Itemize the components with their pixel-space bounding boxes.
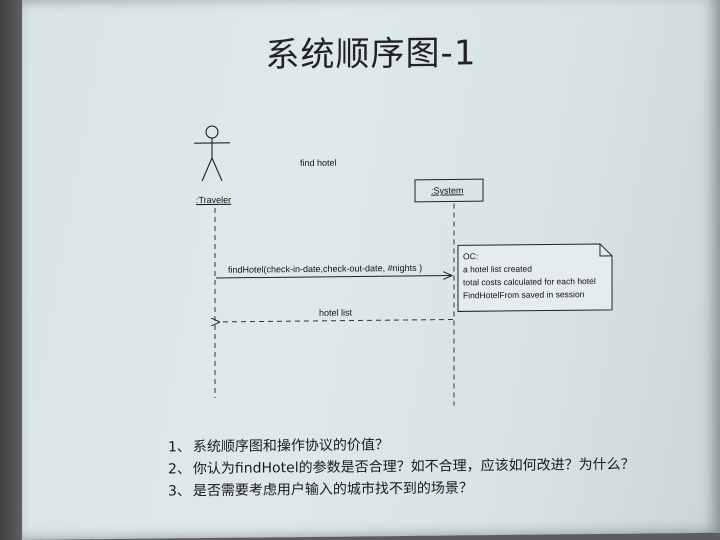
presentation-slide: 系统顺序图-1 :Traveler find hotel :System [22, 0, 720, 540]
note-line-costs: total costs calculated for each hotel [463, 276, 596, 287]
question-item: 3、是否需要考虑用户输入的城市找不到的场景？ [168, 480, 473, 500]
note-line-list: a hotel list created [463, 264, 532, 275]
use-case-label: find hotel [300, 158, 337, 168]
sequence-diagram: :Traveler find hotel :System findHotel(c… [194, 125, 613, 406]
traveler-actor-icon [194, 125, 230, 182]
system-label: :System [431, 185, 464, 195]
request-message-label: findHotel(check-in-date,check-out-date, … [228, 263, 422, 275]
actor-label: :Traveler [196, 195, 231, 205]
return-message-arrow [219, 319, 453, 321]
note-line-session: FindHotelFrom saved in session [463, 289, 585, 300]
return-message-label: hotel list [319, 308, 353, 318]
request-message-arrow [216, 275, 452, 277]
note-line-oc: OC: [463, 251, 478, 261]
discussion-questions: 1、系统顺序图和操作协议的价值？ 2、你认为findHotel的参数是否合理？如… [168, 431, 708, 503]
system-lifeline-box [414, 178, 484, 203]
postcondition-note: OC: a hotel list created total costs cal… [457, 243, 613, 312]
